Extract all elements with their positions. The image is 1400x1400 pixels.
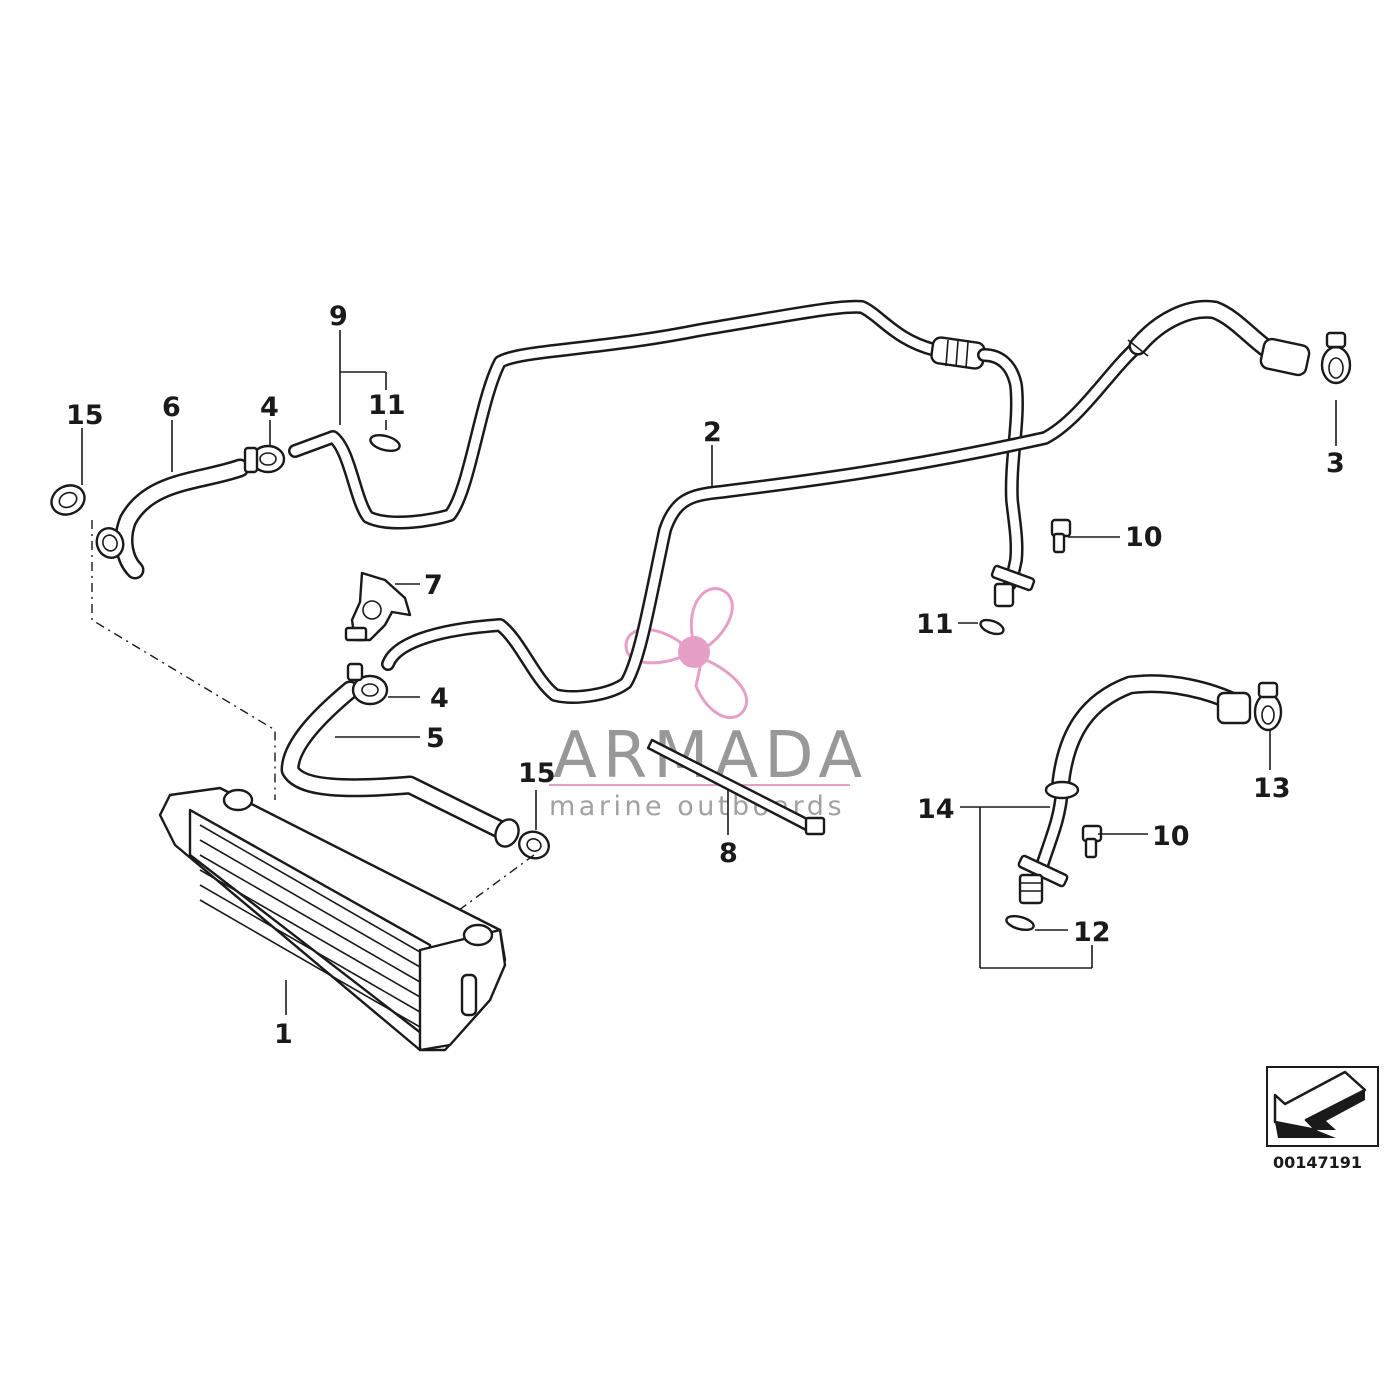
part-15-clamp-lower	[518, 830, 550, 860]
callout-10-lower: 10	[1152, 821, 1190, 852]
part-9-upper-hose	[288, 299, 1036, 608]
callout-10-upper: 10	[1125, 522, 1163, 553]
callout-4-upper: 4	[260, 392, 279, 423]
part-10-bolt-upper	[1050, 518, 1072, 554]
direction-arrow-icon	[1273, 1070, 1367, 1138]
callout-11-lower: 11	[916, 609, 954, 640]
diagram-reference-number: 00147191	[1273, 1153, 1362, 1172]
callout-13: 13	[1253, 773, 1291, 804]
callout-15-lower: 15	[518, 758, 556, 789]
watermark: ARMADA marine outboards	[549, 587, 868, 822]
callout-12: 12	[1073, 917, 1111, 948]
part-4-clamp-lower	[346, 662, 389, 706]
callout-11-upper: 11	[368, 390, 406, 421]
callout-14: 14	[917, 794, 955, 825]
callout-3: 3	[1326, 448, 1345, 479]
leader-dash-right	[454, 854, 535, 914]
part-6-left-hose	[95, 458, 250, 580]
callout-15-upper: 15	[66, 400, 104, 431]
part-14-hose-assembly	[1017, 674, 1252, 905]
orientation-box: 00147191	[1266, 1066, 1379, 1172]
part-11-oring-lower	[979, 618, 1005, 636]
callout-8: 8	[719, 838, 738, 869]
part-7-bracket	[344, 571, 412, 642]
part-10-bolt-lower	[1081, 824, 1103, 859]
watermark-brand: ARMADA	[553, 719, 868, 793]
part-5-lower-hose	[280, 680, 520, 848]
part-1-oil-cooler	[158, 786, 507, 1052]
part-4-clamp-upper	[243, 444, 286, 474]
part-15-clamp-upper	[50, 484, 86, 516]
callout-2: 2	[703, 417, 722, 448]
part-13-clamp	[1253, 681, 1283, 732]
part-3-clamp	[1320, 331, 1352, 385]
callout-7: 7	[424, 570, 443, 601]
callout-9: 9	[329, 301, 348, 332]
callout-6: 6	[162, 392, 181, 423]
part-2-middle-hose	[381, 299, 1311, 704]
propeller-logo-icon	[624, 587, 749, 720]
callout-1: 1	[274, 1019, 293, 1050]
callout-5: 5	[426, 723, 445, 754]
leader-lines	[81, 330, 1337, 1015]
callout-labels: 1 2 3 4 4 5 6 7 8 9 10 10 11 11 12 13 14…	[66, 301, 1345, 1050]
callout-4-lower: 4	[430, 683, 449, 714]
part-12-oring	[1005, 914, 1035, 932]
leader-dash-left	[91, 520, 276, 800]
part-11-oring-upper	[369, 434, 401, 452]
part-8-cable-tie	[646, 738, 826, 836]
